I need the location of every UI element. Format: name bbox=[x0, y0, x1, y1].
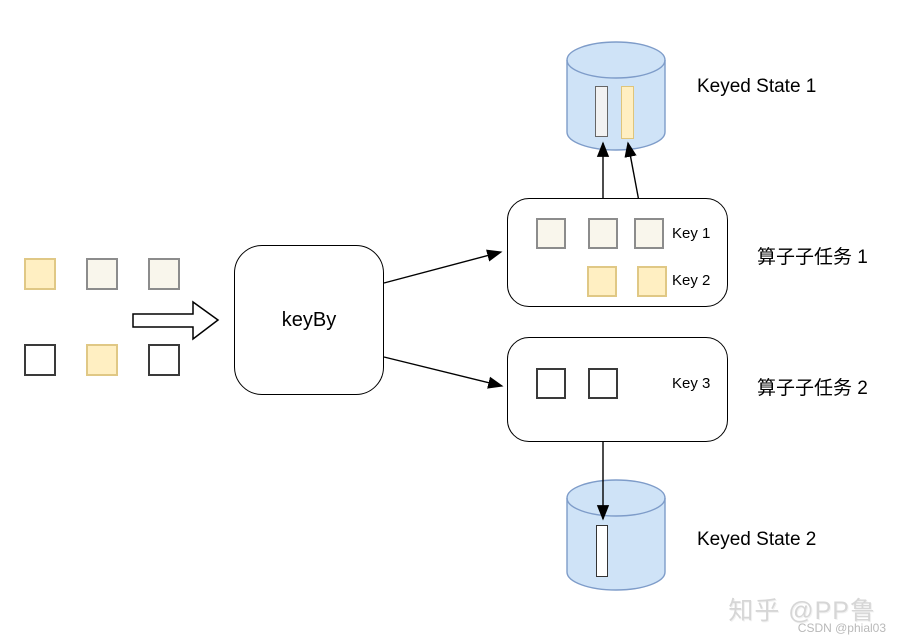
key2-label: Key 2 bbox=[672, 272, 711, 289]
zhihu-watermark: 知乎 @PP鲁 bbox=[728, 597, 876, 625]
subtask1-key1-record-2 bbox=[588, 218, 618, 249]
csdn-watermark: CSDN @phial03 bbox=[797, 621, 886, 635]
keyed-state-2-label: Keyed State 2 bbox=[697, 529, 817, 550]
input-record-white-2 bbox=[148, 344, 180, 376]
edge-keyby-to-subtask1 bbox=[383, 249, 503, 284]
subtask1-key1-record-1 bbox=[536, 218, 566, 249]
input-record-yellow-2 bbox=[86, 344, 118, 376]
input-record-yellow-1 bbox=[24, 258, 56, 290]
subtask1-key2-record-1 bbox=[587, 266, 617, 297]
subtask1-label: 算子子任务 1 bbox=[757, 247, 868, 268]
keyby-operator-node: keyBy bbox=[234, 245, 384, 395]
subtask2-key3-record-1 bbox=[536, 368, 566, 399]
key3-label: Key 3 bbox=[672, 375, 711, 392]
keyby-label: keyBy bbox=[281, 308, 337, 331]
keyed-state-2-cylinder bbox=[566, 479, 666, 591]
subtask1-node bbox=[507, 198, 728, 307]
state1-gray-bar bbox=[595, 86, 608, 137]
input-record-beige-1 bbox=[86, 258, 118, 290]
input-record-beige-2 bbox=[148, 258, 180, 290]
input-record-white-1 bbox=[24, 344, 56, 376]
state1-yellow-bar bbox=[621, 86, 634, 139]
keyed-state-1-label: Keyed State 1 bbox=[697, 76, 817, 97]
flow-block-arrow-icon bbox=[132, 300, 220, 341]
subtask2-key3-record-2 bbox=[588, 368, 618, 399]
key1-label: Key 1 bbox=[672, 225, 711, 242]
state2-white-bar bbox=[596, 525, 608, 577]
edge-keyby-to-subtask2 bbox=[383, 356, 504, 389]
subtask1-key2-record-2 bbox=[637, 266, 667, 297]
keyed-state-1-cylinder bbox=[566, 41, 666, 151]
subtask1-key1-record-3 bbox=[634, 218, 664, 249]
subtask2-label: 算子子任务 2 bbox=[757, 378, 868, 399]
